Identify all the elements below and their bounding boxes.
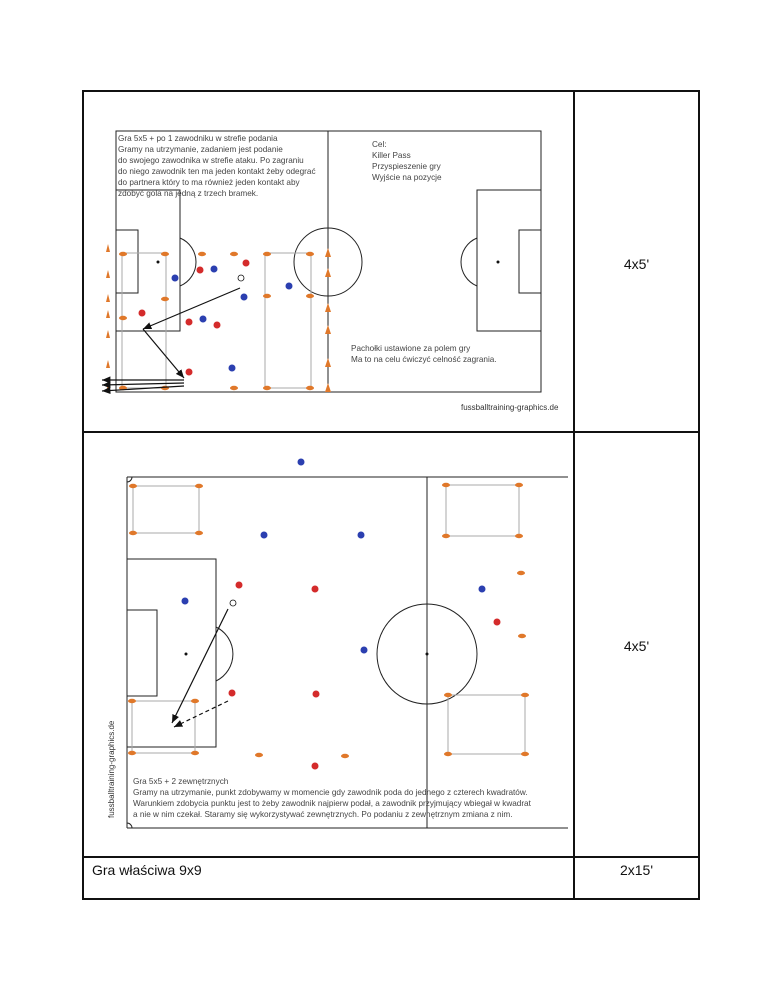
player-blue <box>171 265 293 372</box>
pass-arrow <box>171 608 229 728</box>
pitch <box>126 476 568 829</box>
drill-description: do swojego zawodnika w strefie ataku. Po… <box>118 156 304 165</box>
duration-cell: 2x15' <box>619 862 654 878</box>
drill-description: Gra 5x5 + 2 zewnętrznych <box>133 777 229 786</box>
drill-goal: Killer Pass <box>372 151 411 160</box>
watermark: fussballtraining-graphics.de <box>107 720 116 818</box>
drill-goal: Cel: <box>372 140 387 149</box>
watermark: fussballtraining-graphics.de <box>461 403 559 412</box>
cone <box>128 482 529 759</box>
player-red <box>228 581 501 770</box>
column-divider <box>573 92 575 898</box>
drill-diagram-1: Gra 5x5 + po 1 zawodniku w strefie podan… <box>101 130 559 412</box>
exercise-label: Gra właściwa 9x9 <box>92 862 202 878</box>
cone-note: Ma to na celu ćwiczyć celność zagrania. <box>351 355 497 364</box>
zone-lines <box>121 252 312 389</box>
ball <box>237 274 245 282</box>
drill-description: a nie w nim czekał. Staramy się wykorzys… <box>133 810 513 819</box>
drill-description: Gra 5x5 + po 1 zawodniku w strefie podan… <box>118 134 278 143</box>
pass-arrow <box>101 287 241 395</box>
drill-description: Gramy na utrzymanie, punkt zdobywamy w m… <box>133 788 528 797</box>
row-divider <box>84 431 698 433</box>
drill-goal: Wyjście na pozycje <box>372 173 442 182</box>
cone <box>106 244 331 392</box>
cone-note: Pachołki ustawione za polem gry <box>351 344 471 353</box>
ball <box>229 599 237 607</box>
duration-cell: 4x5' <box>623 256 650 272</box>
session-plan-table: 4x5' 4x5' 2x15' Gra właściwa 9x9 <box>82 90 700 900</box>
pitch <box>115 130 542 393</box>
duration-cell: 4x5' <box>623 638 650 654</box>
drill-description: Warunkiem zdobycia punktu jest to żeby z… <box>133 799 532 808</box>
drill-diagram-2: Gra 5x5 + 2 zewnętrznych Gramy na utrzym… <box>107 458 568 829</box>
player-blue <box>181 458 486 654</box>
row-divider <box>84 856 698 858</box>
cone <box>119 251 314 391</box>
drill-description: do niego zawodnik ten ma jeden kontakt ż… <box>118 167 316 176</box>
drill-description: Gramy na utrzymanie, zadaniem jest podan… <box>118 145 283 154</box>
drill-description: zdobyć gola na jedną z trzech bramek. <box>118 189 258 198</box>
drill-goal: Przyspieszenie gry <box>372 162 442 171</box>
target-square <box>131 484 526 755</box>
player-red <box>138 259 250 376</box>
drill-description: do partnera który to ma również jeden ko… <box>118 178 300 187</box>
